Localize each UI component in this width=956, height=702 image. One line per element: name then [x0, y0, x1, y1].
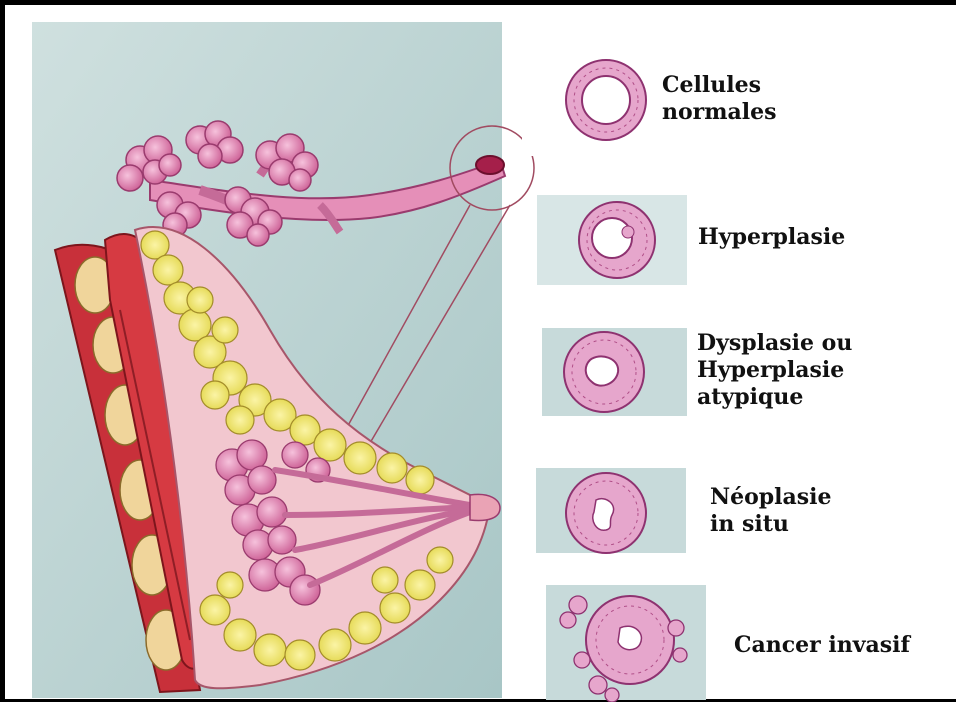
label-line: Néoplasie	[710, 484, 832, 511]
label-line: Dysplasie ou	[697, 330, 852, 357]
stage-dysplasie-cell	[542, 328, 687, 416]
label-line: Hyperplasie	[697, 357, 852, 384]
label-cellules-normales: Cellules normales	[662, 72, 777, 126]
label-line: Cancer invasif	[734, 632, 910, 659]
stage-cancer-invasif-cell	[546, 585, 706, 702]
label-neoplasie-in-situ: Néoplasie in situ	[710, 484, 832, 538]
label-line: normales	[662, 99, 777, 126]
label-dysplasie: Dysplasie ou Hyperplasie atypique	[697, 330, 852, 411]
stage-neoplasie-cell	[536, 468, 686, 553]
label-line: in situ	[710, 511, 832, 538]
label-line: atypique	[697, 384, 852, 411]
stage-hyperplasie-cell	[537, 195, 687, 285]
label-line: Hyperplasie	[698, 224, 845, 251]
label-hyperplasie: Hyperplasie	[698, 224, 845, 251]
label-line: Cellules	[662, 72, 777, 99]
stage-normal-cell	[522, 40, 650, 156]
label-cancer-invasif: Cancer invasif	[734, 632, 910, 659]
